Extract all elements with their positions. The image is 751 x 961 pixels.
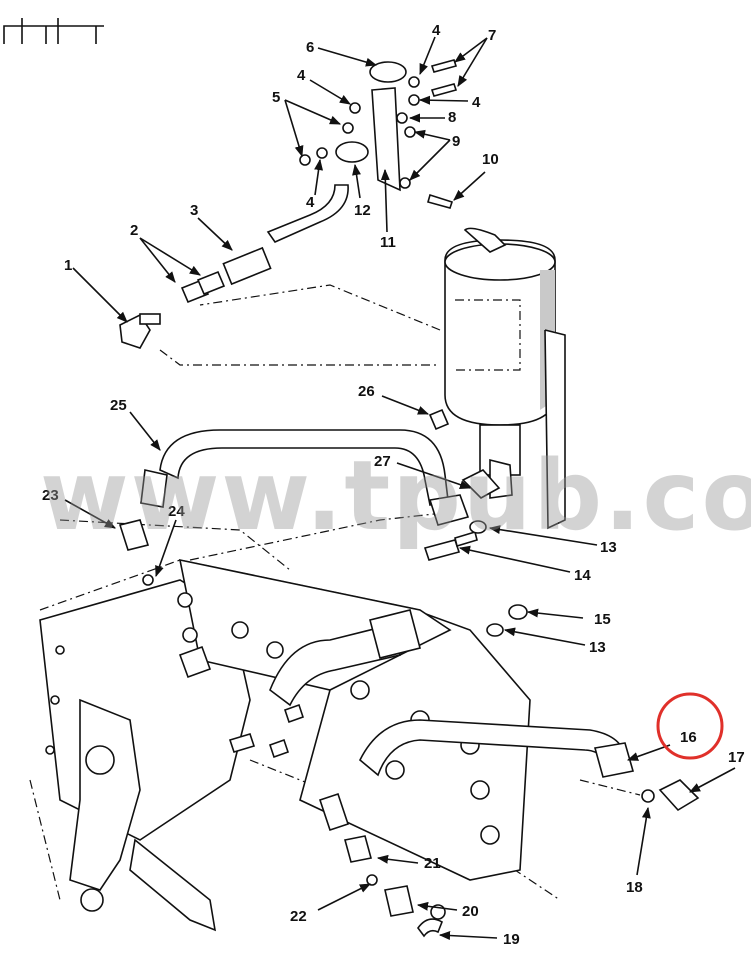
callout-12: 12 bbox=[354, 202, 371, 219]
callout-25: 25 bbox=[110, 397, 127, 414]
callout-27: 27 bbox=[374, 453, 391, 470]
callout-1: 1 bbox=[64, 257, 72, 274]
callout-leaders bbox=[64, 36, 736, 941]
callout-19: 19 bbox=[503, 931, 520, 948]
callout-17: 17 bbox=[728, 749, 745, 766]
callout-16: 16 bbox=[680, 729, 697, 746]
callout-24: 24 bbox=[168, 503, 185, 520]
callout-4c: 4 bbox=[472, 94, 481, 111]
fuel-hose-upper bbox=[119, 184, 349, 349]
clamp-bracket-assembly bbox=[299, 59, 458, 209]
callout-6: 6 bbox=[306, 39, 314, 56]
callout-11: 11 bbox=[380, 234, 396, 251]
callout-20: 20 bbox=[462, 903, 479, 920]
drain-fitting-assembly bbox=[318, 792, 446, 938]
callout-23: 23 bbox=[42, 487, 59, 504]
callout-5: 5 bbox=[272, 89, 280, 106]
callout-4b: 4 bbox=[297, 67, 306, 84]
callout-10: 10 bbox=[482, 151, 499, 168]
callout-8: 8 bbox=[448, 109, 456, 126]
callout-22: 22 bbox=[290, 908, 307, 925]
callout-4a: 4 bbox=[432, 22, 441, 39]
callout-7: 7 bbox=[488, 27, 496, 44]
callout-labels: 1 2 3 4 4 4 4 5 6 7 8 9 10 11 12 13 13 1… bbox=[42, 22, 745, 948]
misc-fasteners bbox=[178, 408, 528, 759]
callout-26: 26 bbox=[358, 383, 375, 400]
callout-15: 15 bbox=[594, 611, 611, 628]
callout-3: 3 bbox=[190, 202, 198, 219]
callout-13b: 13 bbox=[589, 639, 606, 656]
fuel-hose-16 bbox=[359, 719, 700, 812]
callout-14: 14 bbox=[574, 567, 591, 584]
callout-21: 21 bbox=[424, 855, 441, 872]
control-lever bbox=[69, 698, 217, 932]
highlight-circle bbox=[656, 692, 724, 760]
callout-13a: 13 bbox=[600, 539, 617, 556]
callout-18: 18 bbox=[626, 879, 643, 896]
fuel-hose-center bbox=[118, 519, 421, 707]
corner-logo-icon bbox=[3, 18, 104, 44]
callout-2: 2 bbox=[130, 222, 138, 239]
callout-9: 9 bbox=[452, 133, 460, 150]
fuel-hose-25 bbox=[140, 429, 501, 526]
fuel-filter-canister bbox=[444, 227, 566, 530]
callout-4d: 4 bbox=[306, 194, 315, 211]
